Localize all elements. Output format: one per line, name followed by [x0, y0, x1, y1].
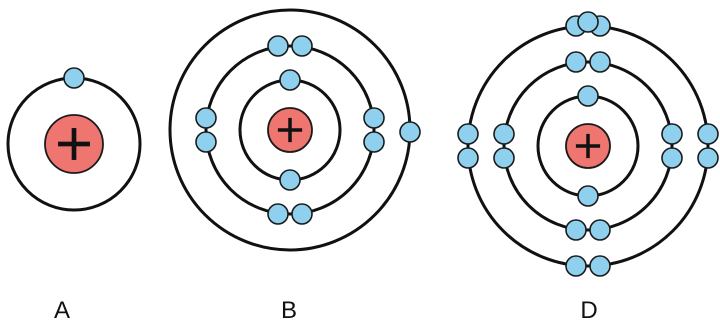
electron: [364, 132, 384, 152]
electron: [494, 124, 514, 144]
electron: [590, 256, 610, 276]
electron: [698, 148, 718, 168]
electron: [292, 36, 312, 56]
electron: [196, 108, 216, 128]
electron: [566, 220, 586, 240]
electron: [590, 220, 610, 240]
nucleus: [45, 115, 103, 173]
atom-d: D: [458, 12, 718, 324]
electron: [698, 124, 718, 144]
electron: [578, 186, 598, 206]
electron: [292, 204, 312, 224]
electron: [268, 204, 288, 224]
electron: [280, 170, 300, 190]
electron: [64, 68, 84, 88]
atom-label: D: [580, 297, 597, 324]
electron: [566, 52, 586, 72]
electron: [566, 256, 586, 276]
electron: [280, 70, 300, 90]
electron: [578, 12, 598, 32]
plus-icon: [288, 118, 292, 142]
electron: [662, 148, 682, 168]
electron: [590, 52, 610, 72]
electron: [458, 148, 478, 168]
electron: [458, 124, 478, 144]
atom-b: B: [170, 10, 420, 324]
plus-icon: [586, 134, 590, 158]
plus-icon: [72, 128, 77, 160]
nucleus: [566, 124, 610, 168]
electron: [364, 108, 384, 128]
atom-label: A: [54, 297, 70, 324]
electron: [268, 36, 288, 56]
electron: [196, 132, 216, 152]
nucleus: [268, 108, 312, 152]
atom-a: A: [8, 68, 140, 324]
atom-label: B: [281, 297, 297, 324]
electron: [494, 148, 514, 168]
electron: [400, 122, 420, 142]
electron: [662, 124, 682, 144]
electron: [578, 86, 598, 106]
